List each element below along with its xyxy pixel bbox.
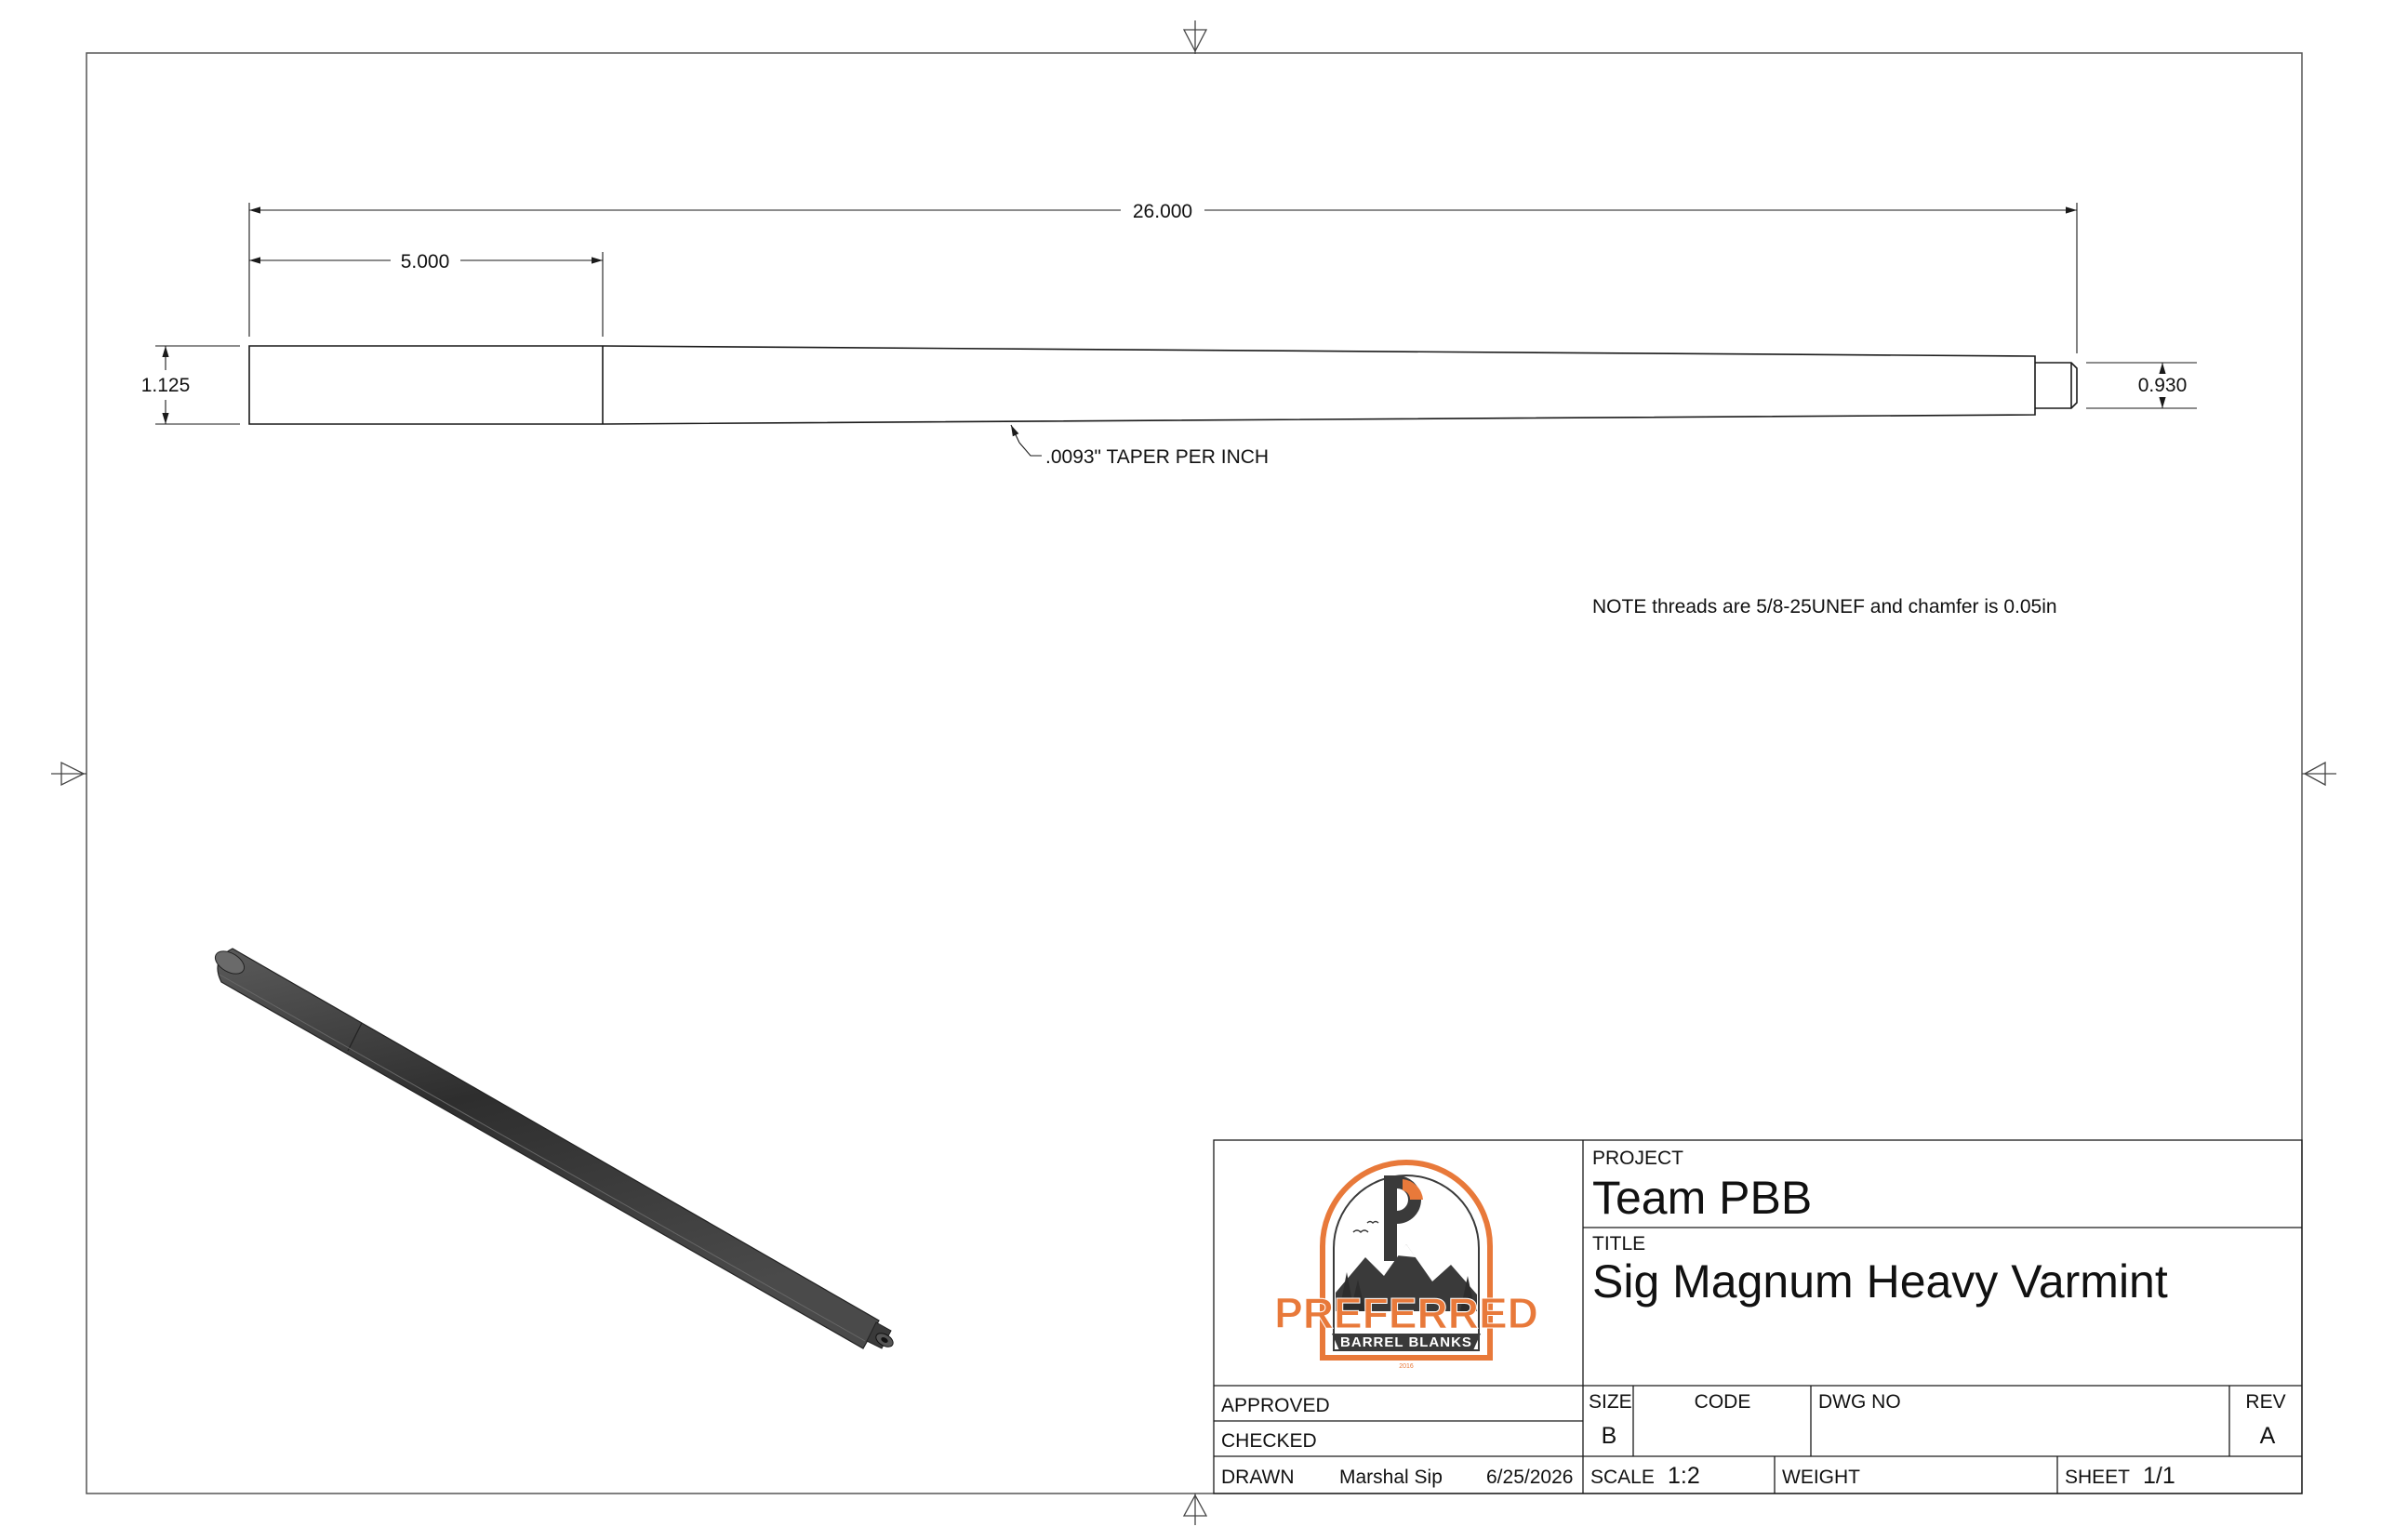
title-value: Sig Magnum Heavy Varmint <box>1592 1255 2168 1308</box>
barrel-isometric-view <box>214 948 894 1349</box>
sheet-label: SHEET <box>2065 1467 2130 1488</box>
drawn-by: Marshal Sip <box>1339 1467 1443 1488</box>
project-value: Team PBB <box>1592 1172 1812 1224</box>
dim-overall-length-text: 26.000 <box>1133 201 1192 222</box>
zone-marker-top <box>1182 20 1208 54</box>
thread-tenon <box>2035 362 2078 409</box>
logo-est-text: EST. <box>1400 1356 1414 1362</box>
size-label: SIZE <box>1589 1391 1632 1413</box>
drawn-label: DRAWN <box>1221 1467 1295 1488</box>
approved-label: APPROVED <box>1221 1395 1330 1416</box>
barrel-profile-view <box>248 345 2078 425</box>
drawn-date: 6/25/2026 <box>1486 1467 1573 1488</box>
dim-taper-start-text: 5.000 <box>401 251 450 272</box>
logo-sub-text: BARREL BLANKS <box>1340 1334 1472 1350</box>
dim-overall-length: 26.000 <box>249 201 2077 222</box>
title-label: TITLE <box>1592 1233 1645 1255</box>
logo-brand-text: PREFERRED <box>1274 1289 1538 1337</box>
weight-label: WEIGHT <box>1782 1467 1860 1488</box>
threads-note: NOTE threads are 5/8-25UNEF and chamfer … <box>1592 596 2057 617</box>
dim-breech-diameter: 1.125 <box>141 346 191 424</box>
code-label: CODE <box>1695 1391 1751 1413</box>
dim-taper-start: 5.000 <box>249 251 603 272</box>
zone-marker-right <box>2302 761 2336 787</box>
rev-value: A <box>2260 1423 2276 1449</box>
zone-marker-bottom <box>1182 1494 1208 1525</box>
dwg-no-label: DWG NO <box>1818 1391 1901 1413</box>
checked-label: CHECKED <box>1221 1430 1317 1452</box>
scale-label: SCALE <box>1590 1467 1655 1488</box>
taper-callout-text: .0093" TAPER PER INCH <box>1045 446 1269 468</box>
title-block <box>1213 1139 2303 1494</box>
scale-value: 1:2 <box>1668 1463 1700 1489</box>
company-logo: PREFERRED BARREL BLANKS EST. 2016 <box>1274 1160 1538 1370</box>
logo-year-text: 2016 <box>1399 1363 1414 1370</box>
dim-muzzle-diameter-text: 0.930 <box>2138 375 2188 396</box>
size-value: B <box>1602 1423 1617 1449</box>
zone-marker-left <box>51 761 86 787</box>
barrel-outline <box>248 345 2036 425</box>
dim-breech-diameter-text: 1.125 <box>141 375 191 396</box>
dim-muzzle-diameter: 0.930 <box>2138 363 2188 408</box>
sheet-value: 1/1 <box>2143 1463 2175 1489</box>
project-label: PROJECT <box>1592 1148 1683 1169</box>
taper-callout: .0093" TAPER PER INCH <box>1010 424 1269 468</box>
rev-label: REV <box>2245 1391 2285 1413</box>
